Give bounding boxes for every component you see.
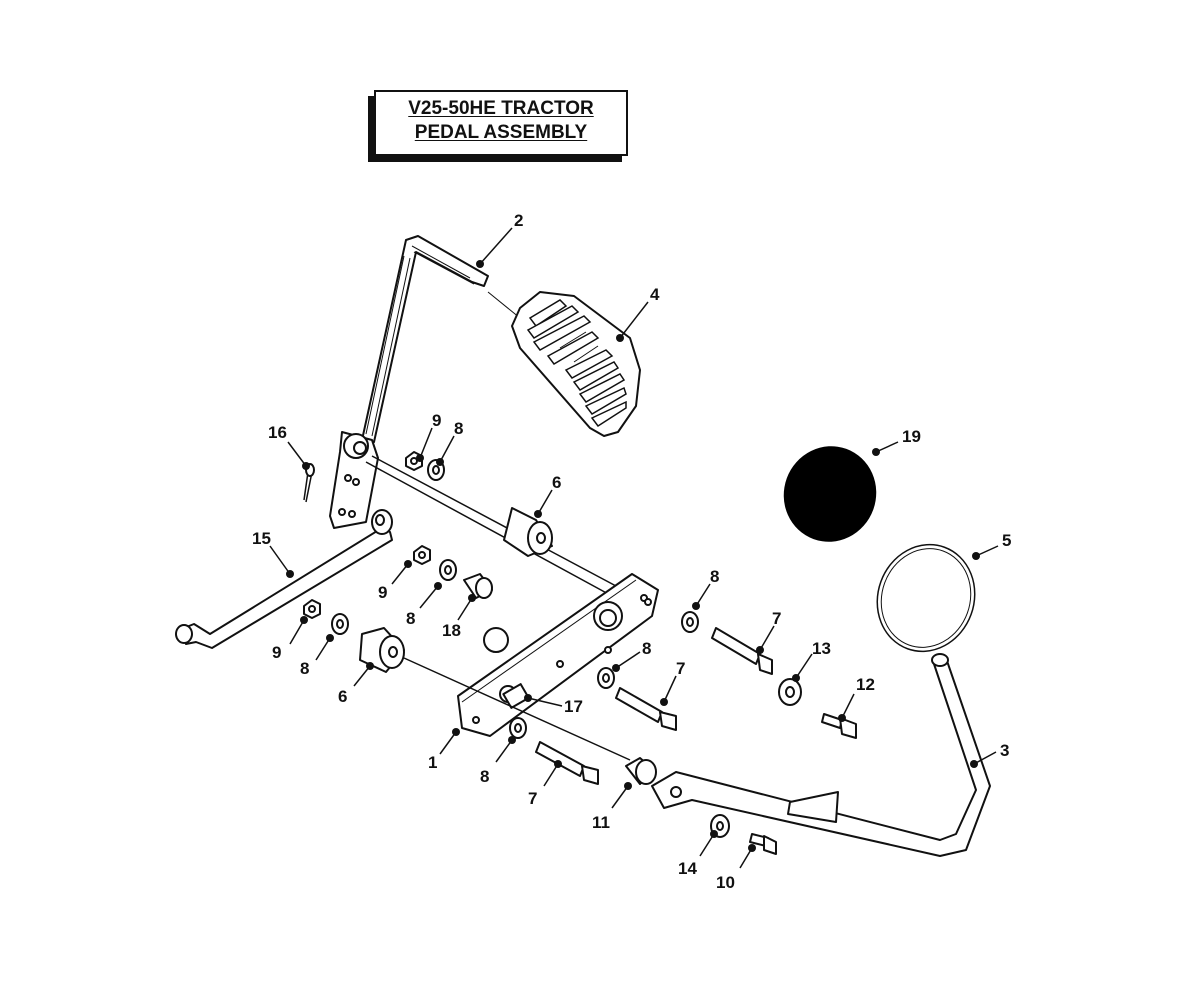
svg-text:6: 6 [552, 473, 561, 492]
callout-11: 11 [592, 782, 632, 832]
ring-part-5 [876, 543, 976, 653]
shaft-line [371, 455, 617, 587]
callout-18: 18 [442, 594, 476, 640]
callout-7-b: 7 [660, 659, 685, 706]
block-part-17 [502, 683, 530, 709]
callout-8-a: 8 [436, 419, 463, 466]
callout-4: 4 [616, 285, 660, 342]
svg-text:4: 4 [650, 285, 660, 304]
svg-text:8: 8 [642, 639, 651, 658]
svg-text:9: 9 [272, 643, 281, 662]
callout-13: 13 [792, 639, 831, 682]
svg-text:8: 8 [406, 609, 415, 628]
callout-8-e: 8 [612, 639, 651, 672]
washer-part-8-f [509, 717, 527, 739]
callout-8-b: 8 [406, 582, 442, 628]
svg-text:15: 15 [252, 529, 271, 548]
washer-part-8-d [681, 611, 699, 633]
diagram-title-box: V25-50HE TRACTOR PEDAL ASSEMBLY [374, 90, 628, 156]
svg-text:10: 10 [716, 873, 735, 892]
pedal-pad-part-4 [511, 291, 641, 437]
svg-text:13: 13 [812, 639, 831, 658]
washer-part-13 [778, 678, 802, 706]
callout-6-upper: 6 [534, 473, 561, 518]
svg-text:14: 14 [678, 859, 697, 878]
callout-6-lower: 6 [338, 662, 374, 706]
bolt-part-7-b [615, 687, 677, 731]
svg-text:11: 11 [592, 813, 610, 832]
washer-part-8-c [331, 613, 349, 635]
callout-15: 15 [252, 529, 294, 578]
callout-7-a: 7 [756, 609, 781, 654]
callout-17: 17 [524, 694, 583, 716]
callout-8-d: 8 [692, 567, 719, 610]
bolt-part-10 [749, 833, 777, 855]
callout-5: 5 [972, 531, 1011, 560]
callout-14: 14 [678, 830, 718, 878]
bracket-plate-part-1 [457, 573, 659, 737]
pedal-arm-part-2 [329, 235, 521, 529]
svg-text:18: 18 [442, 621, 461, 640]
callout-2: 2 [476, 211, 523, 268]
callout-19: 19 [872, 427, 921, 456]
callout-8-f: 8 [480, 736, 516, 786]
spacer-part-18 [463, 573, 493, 599]
nut-part-9-b [413, 545, 431, 565]
svg-text:8: 8 [710, 567, 719, 586]
bushing-part-11 [625, 757, 657, 785]
lever-arm-part-3 [651, 653, 991, 857]
svg-text:2: 2 [514, 211, 523, 230]
bushing-part-6-upper [503, 507, 553, 557]
svg-text:7: 7 [772, 609, 781, 628]
svg-text:9: 9 [432, 411, 441, 430]
bolt-part-7-c [535, 741, 599, 785]
nut-part-9-c [303, 599, 321, 619]
diagram-title-line-1: V25-50HE TRACTOR [408, 98, 594, 119]
callout-9-a: 9 [416, 411, 441, 462]
disc-part-19 [783, 446, 877, 542]
svg-text:5: 5 [1002, 531, 1011, 550]
washer-part-8-e [597, 667, 615, 689]
washer-part-8-b [439, 559, 457, 581]
svg-text:16: 16 [268, 423, 287, 442]
diagram-title-line-2: PEDAL ASSEMBLY [414, 122, 588, 143]
bolt-part-7-a [711, 627, 773, 675]
callout-3: 3 [970, 741, 1009, 768]
rod-part-15 [175, 509, 393, 649]
svg-text:6: 6 [338, 687, 347, 706]
callout-12: 12 [838, 675, 875, 722]
callout-10: 10 [716, 844, 756, 892]
callout-16: 16 [268, 423, 310, 470]
svg-text:7: 7 [528, 789, 537, 808]
svg-text:19: 19 [902, 427, 921, 446]
bolt-part-12 [821, 713, 857, 739]
svg-text:8: 8 [480, 767, 489, 786]
svg-text:3: 3 [1000, 741, 1009, 760]
svg-text:7: 7 [676, 659, 685, 678]
svg-text:9: 9 [378, 583, 387, 602]
callout-7-c: 7 [528, 760, 562, 808]
svg-text:17: 17 [564, 697, 583, 716]
callout-1: 1 [428, 728, 460, 772]
callout-9-b: 9 [378, 560, 412, 602]
svg-text:8: 8 [454, 419, 463, 438]
callout-8-c: 8 [300, 634, 334, 678]
svg-text:12: 12 [856, 675, 875, 694]
bushing-part-6-lower [359, 627, 405, 673]
callout-9-c: 9 [272, 616, 308, 662]
svg-text:8: 8 [300, 659, 309, 678]
svg-text:1: 1 [428, 753, 437, 772]
